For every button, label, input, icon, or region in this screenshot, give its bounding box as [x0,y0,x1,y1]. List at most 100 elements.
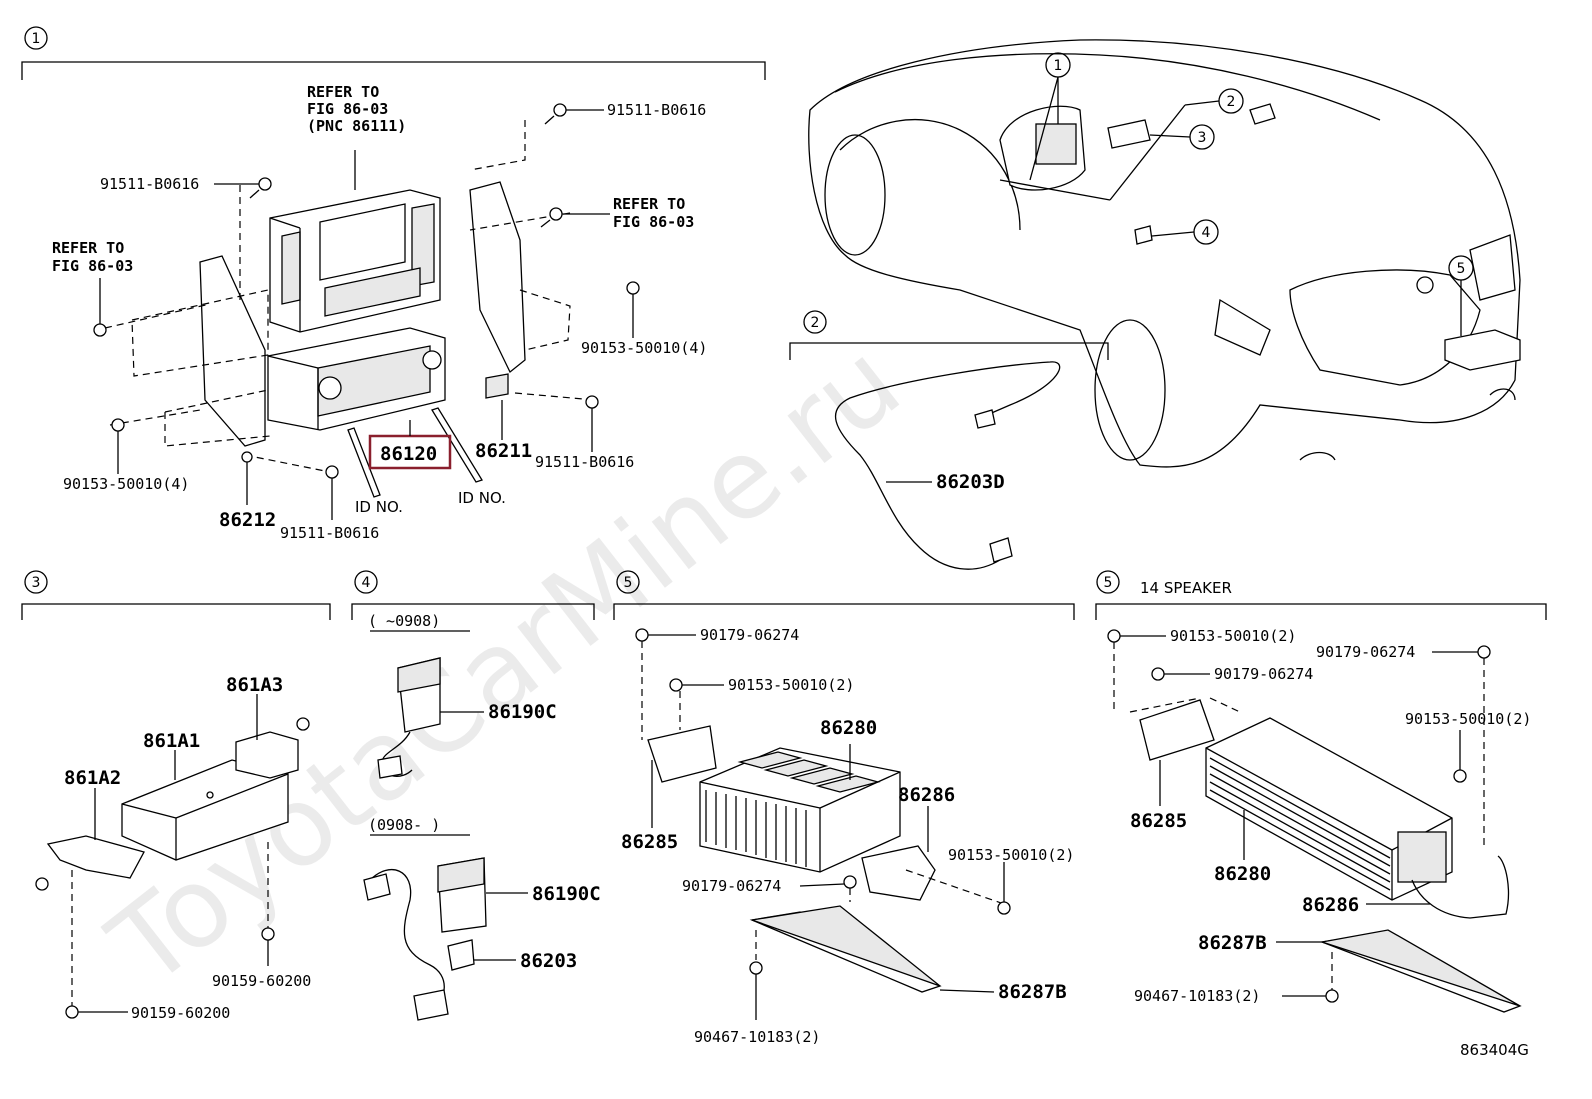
trunk-lid [1289,269,1481,386]
refer-to-top-3: (PNC 86111) [307,117,406,135]
section-5: 5 90179-06274 90153-50010(2) [613,570,1075,1046]
part-label-86211: 86211 [475,440,532,462]
car-marker-1-label: 1 [1054,58,1063,74]
part-label-861a3: 861A3 [226,674,283,696]
connector-icon [989,537,1013,563]
part-label-86286: 86286 [1302,894,1359,916]
section-marker-2-label: 2 [811,315,820,331]
bolt-icon [249,177,272,199]
section-title-14-speaker: 14 SPEAKER [1140,579,1232,597]
connector-icon [447,939,475,971]
refer-to-left-1: REFER TO [52,239,124,257]
bolt-icon [241,451,253,463]
range-label-1: ( ~0908) [368,612,440,630]
bolt-icon [296,717,310,731]
harness-86203 [369,869,445,1011]
screw-icon [1107,629,1121,643]
section-marker-4-label: 4 [362,575,371,591]
id-no-label-1: ID NO. [355,498,403,516]
bolt-icon [585,395,599,409]
audio-unit-86120 [267,327,446,431]
part-label-bolt-bottom: 90467-10183(2) [694,1028,820,1046]
refer-to-top-2: FIG 86-03 [307,100,388,118]
section-marker-5b-label: 5 [1104,575,1113,591]
part-label-bolt-right: 90159-60200 [212,972,311,990]
part-label-86203d: 86203D [936,471,1005,493]
bolt-icon [325,465,339,479]
part-label-86280: 86280 [1214,863,1271,885]
part-label-86203: 86203 [520,950,577,972]
part-label-86212: 86212 [219,509,276,531]
section-4: 4 ( ~0908) 86190C (0908- ) 86190C 86203 [351,570,601,1021]
car-switch [1134,225,1153,245]
section-marker-5b [1096,570,1120,594]
screw-icon [997,901,1011,915]
car-emblem [1416,276,1434,294]
part-label-86190c-1: 86190C [488,701,557,723]
part-label-86285: 86285 [621,831,678,853]
part-label-bolt-bottom: 90467-10183(2) [1134,987,1260,1005]
refer-to-left-2: FIG 86-03 [52,257,133,275]
section-marker-5a [616,570,640,594]
heatsink-fins [705,790,807,867]
part-label-bolt-bottom: 90159-60200 [131,1004,230,1022]
amplifier-86280-long [1205,717,1453,901]
id-no-label-2: ID NO. [458,489,506,507]
car-screen [1035,123,1077,165]
car-amplifier [1444,329,1521,371]
bracket-86285 [647,725,717,783]
part-label-86280: 86280 [820,717,877,739]
section-marker-1-label: 1 [32,31,41,47]
id-tag [347,427,381,498]
section-1: 1 [21,26,766,542]
front-wheel [824,134,886,256]
figure-id: 863404G [1460,1041,1529,1059]
part-label-screw-right: 90153-50010(4) [581,339,707,357]
display-unit [269,189,441,333]
part-label-nut-top-right: 90179-06274 [1316,643,1415,661]
part-label-screw-top: 90153-50010(2) [1170,627,1296,645]
section-marker-4 [354,570,378,594]
bracket-861a2 [46,835,145,879]
watermark: ToyotaCarMine.ru [86,318,923,1011]
bracket-86285 [1139,699,1215,761]
nut-icon [635,628,649,642]
bolt-icon [65,1005,79,1019]
cable-86203d [834,361,1061,570]
part-label-86285: 86285 [1130,810,1187,832]
part-label-screw-right: 90153-50010(2) [948,846,1074,864]
part-label-861a1: 861A1 [143,730,200,752]
bracket-86211 [469,181,526,374]
part-label-bolt-top-right: 91511-B0616 [607,101,706,119]
bracket-86286 [1411,855,1510,919]
bolt-icon [261,927,275,941]
connector-icon [377,755,403,779]
bolt-icon [540,207,563,228]
connector-icon [363,873,391,901]
car-marker-2-label: 2 [1227,94,1236,110]
bracket-86212 [199,255,266,447]
nut-icon [1151,667,1165,681]
car-marker-5-label: 5 [1457,261,1466,277]
car-body-outline [808,39,1521,468]
refer-to-right-2: FIG 86-03 [613,213,694,231]
part-label-86287b: 86287B [1198,932,1267,954]
vehicle-overview: 1 2 3 4 5 [808,39,1521,468]
section-5-14-speaker: 5 14 SPEAKER 90153-50010(2) 90179-06274 … [1095,570,1547,1013]
amp-end-cap [1397,831,1447,883]
connector-icon [413,989,449,1021]
bolt-icon [626,281,640,295]
screw-icon [669,678,683,692]
range-label-2: (0908- ) [368,816,440,834]
section-marker-5a-label: 5 [624,575,633,591]
section-3: 3 861A3 861A1 861A2 90159-60200 90159-60… [21,570,331,1022]
ecu-861a1 [121,759,289,861]
part-label-screw-right: 90153-50010(2) [1405,710,1531,728]
section-marker-1 [24,26,48,50]
section-marker-3 [24,570,48,594]
section-1-bracket [21,61,766,80]
bracket-861a3 [235,731,299,779]
part-label-86287b: 86287B [998,981,1067,1003]
nut-icon [1477,645,1491,659]
